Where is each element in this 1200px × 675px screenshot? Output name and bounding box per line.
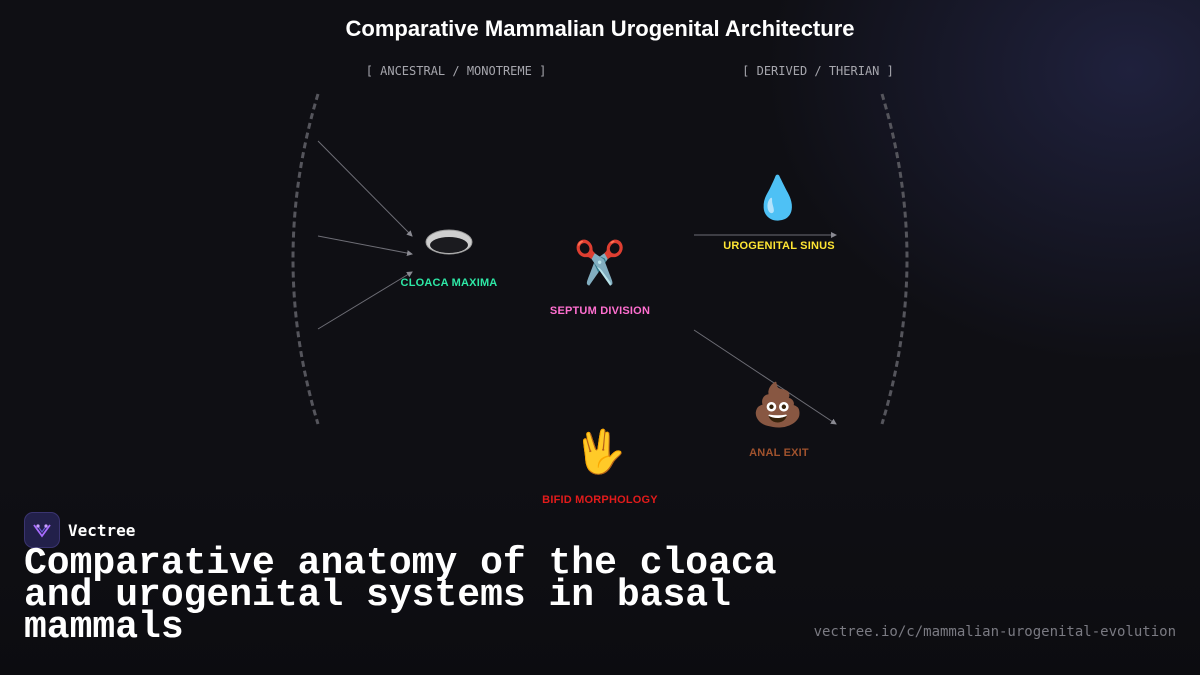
droplet-icon: 💧 [751,173,805,222]
input-arrow-bottom [317,271,413,330]
brand-name: Vectree [68,520,136,540]
input-arrow-middle [317,235,413,257]
brand[interactable]: Vectree [24,512,135,548]
cloaca-maxima-label: CLOACA MAXIMA [400,277,498,289]
split-hand-icon: 🖖 [573,427,627,476]
poop-icon: 💩 [751,380,805,429]
cloaca-opening-icon [425,229,473,255]
scissors-icon: ✂️ [573,238,627,287]
headline: Comparative anatomy of the cloaca and ur… [24,542,777,649]
right-bracket-arc [880,93,909,425]
ancestral-column-label: [ ANCESTRAL / MONOTREME ] [365,64,547,78]
page-title: Comparative Mammalian Urogenital Archite… [345,16,855,41]
septum-division-label: SEPTUM DIVISION [549,305,651,317]
vectree-logo-icon [24,512,60,548]
page-url[interactable]: vectree.io/c/mammalian-urogenital-evolut… [813,624,1176,640]
derived-column-label: [ DERIVED / THERIAN ] [742,64,894,78]
urogenital-sinus-label: UROGENITAL SINUS [723,240,835,252]
bifid-morphology-label: BIFID MORPHOLOGY [542,494,658,506]
output-arrow-anal [693,329,837,425]
anal-exit-label: ANAL EXIT [749,447,809,459]
left-bracket-arc [291,93,320,425]
input-arrow-top [317,140,413,237]
